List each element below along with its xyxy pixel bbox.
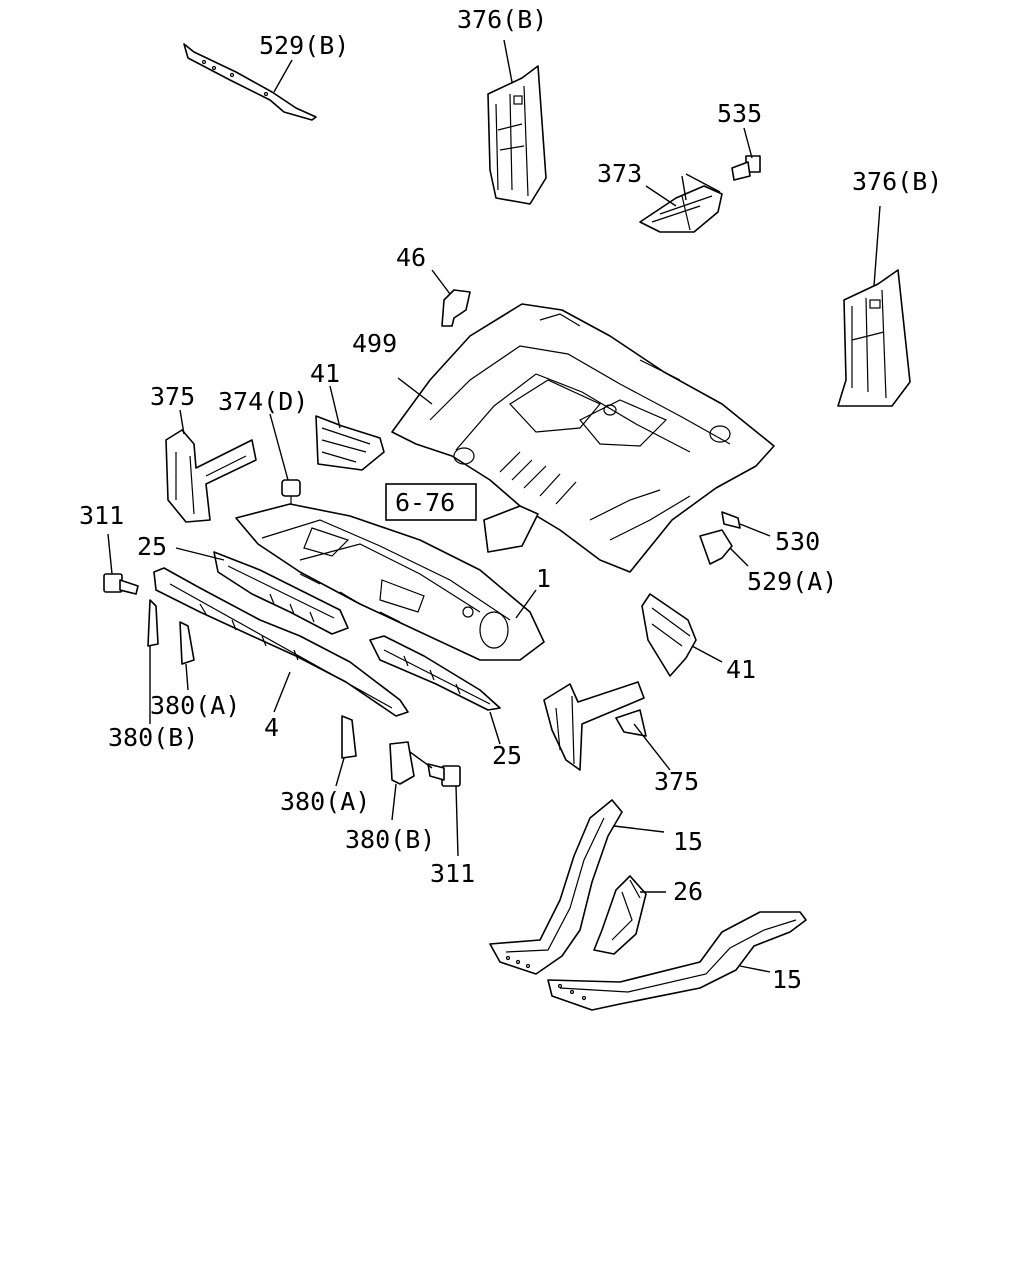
leader-529a (729, 547, 749, 567)
callout-373: 373 (597, 159, 642, 188)
part-reference-panel (483, 505, 539, 553)
leader-311-mid (455, 785, 459, 857)
callout-376b-right: 376(B) (852, 167, 942, 196)
leader-529b (273, 59, 293, 93)
leader-535 (743, 127, 753, 159)
part-376b-pillar-top (487, 65, 547, 205)
part-380a-left-clip (179, 621, 195, 665)
callout-4: 4 (264, 713, 279, 742)
part-499-rear-floor (391, 303, 775, 573)
callout-ref-6-76: 6-76 (395, 488, 455, 517)
part-311-left-bolt (103, 573, 139, 595)
part-376b-pillar-right (837, 269, 911, 407)
callout-15-top: 15 (673, 827, 703, 856)
leader-374d (269, 413, 289, 481)
leader-46 (431, 269, 451, 295)
leader-376b-top (503, 39, 513, 83)
leader-530 (739, 523, 771, 537)
callout-41-left: 41 (310, 359, 340, 388)
callout-375-left: 375 (150, 382, 195, 411)
leader-375-left (179, 409, 185, 435)
part-380b-left-clip (147, 599, 159, 647)
callout-530: 530 (775, 527, 820, 556)
callout-529a: 529(A) (747, 567, 837, 596)
part-46-bracket (441, 289, 471, 327)
part-529a-bracket (699, 529, 733, 565)
part-380a-mid-clip (341, 715, 357, 759)
part-26-bracket (593, 875, 647, 955)
part-529b-strip (183, 43, 317, 121)
callout-380b-mid: 380(B) (345, 825, 435, 854)
callout-46: 46 (396, 243, 426, 272)
leader-373-b (681, 175, 687, 201)
part-15-lower-rail (547, 911, 807, 1011)
part-380b-mid-clip (389, 741, 415, 785)
callout-499: 499 (352, 329, 397, 358)
callout-41-right: 41 (726, 655, 756, 684)
part-535-bolt (731, 155, 761, 181)
callout-376b-top: 376(B) (457, 5, 547, 34)
leader-375-right (633, 723, 671, 771)
leader-311-mid-a (409, 751, 433, 769)
reference-box-6-76 (385, 483, 477, 521)
leader-25-left (175, 547, 225, 561)
part-373-bracket (639, 185, 723, 233)
part-15-upper-rail (489, 799, 623, 975)
part-1-front-floor (235, 503, 545, 661)
part-530-clip (721, 511, 741, 529)
leader-373-c (685, 173, 721, 193)
callout-380a-left: 380(A) (150, 691, 240, 720)
callout-535: 535 (717, 99, 762, 128)
callout-311-mid: 311 (430, 859, 475, 888)
leader-41-left (329, 385, 341, 429)
part-375-left-bracket (165, 429, 257, 523)
leader-1 (515, 589, 537, 619)
callout-15-bottom: 15 (772, 965, 802, 994)
leader-380a-left (185, 663, 189, 691)
leader-4 (273, 671, 291, 713)
callout-25-left: 25 (137, 532, 167, 561)
callout-1: 1 (536, 564, 551, 593)
callout-375-right: 375 (654, 767, 699, 796)
leader-380a-mid (335, 757, 345, 787)
callout-374d: 374(D) (218, 387, 308, 416)
part-25-left-rail (213, 551, 349, 635)
leader-25-right (489, 711, 501, 745)
callout-26: 26 (673, 877, 703, 906)
leader-373 (645, 185, 677, 207)
leader-15-bottom (739, 965, 771, 973)
callout-380b-left: 380(B) (108, 723, 198, 752)
callout-380a-mid: 380(A) (280, 787, 370, 816)
leader-41-right (691, 645, 723, 663)
part-25-right-rail (369, 635, 501, 711)
leader-15-top (613, 825, 665, 833)
part-4-cross-member (153, 567, 409, 717)
part-41-left-bracket (315, 415, 385, 471)
leader-311-left (107, 533, 113, 575)
callout-311-left: 311 (79, 501, 124, 530)
leader-376b-right (873, 205, 881, 287)
part-41-right-bracket (641, 593, 697, 677)
callout-25-right: 25 (492, 741, 522, 770)
leader-499 (397, 377, 433, 405)
leader-380b-mid (391, 783, 397, 821)
callout-529b: 529(B) (259, 31, 349, 60)
part-375-right-bracket (543, 681, 647, 771)
part-311-mid-bolt (427, 763, 461, 787)
